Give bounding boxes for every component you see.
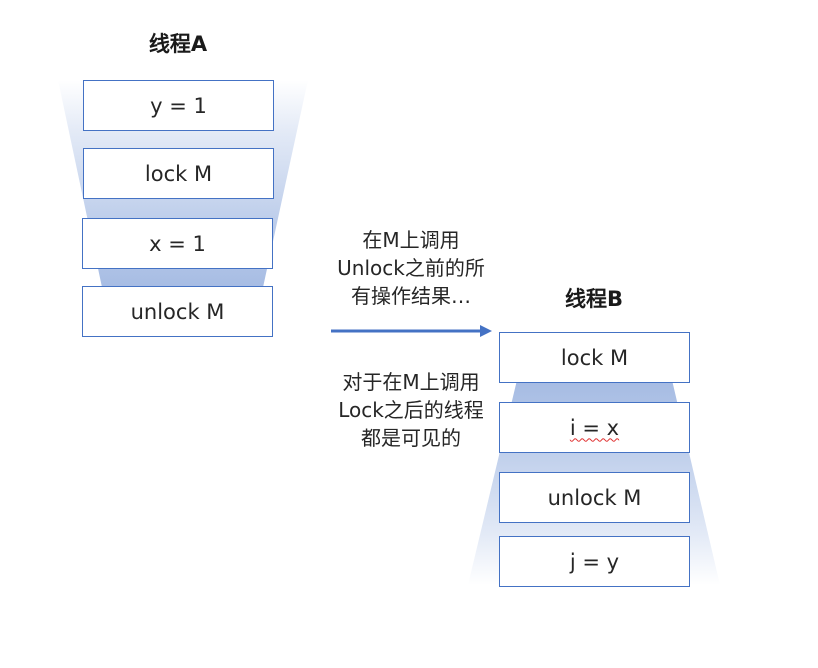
thread-a-title: 线程A — [148, 32, 208, 56]
thread-a-step-1: y = 1 — [83, 80, 274, 131]
thread-a-step-3: x = 1 — [82, 218, 273, 269]
annotation-bottom: 对于在M上调用 Lock之后的线程 都是可见的 — [316, 368, 506, 452]
annotation-top-line-2: Unlock之前的所 — [337, 256, 485, 280]
thread-b-step-3: unlock M — [499, 472, 690, 523]
thread-b-step-4: j = y — [499, 536, 690, 587]
thread-a-step-2: lock M — [83, 148, 274, 199]
annotation-top-line-3: 有操作结果… — [351, 284, 471, 308]
thread-b-step-2-text: i = x — [569, 415, 620, 440]
annotation-bottom-line-2: Lock之后的线程 — [338, 398, 484, 422]
thread-b-step-1: lock M — [499, 332, 690, 383]
thread-b-title: 线程B — [564, 287, 623, 311]
annotation-bottom-line-3: 都是可见的 — [361, 426, 461, 450]
annotation-top-line-1: 在M上调用 — [362, 228, 460, 252]
annotation-bottom-line-1: 对于在M上调用 — [342, 370, 480, 394]
thread-a-step-4: unlock M — [82, 286, 273, 337]
annotation-top: 在M上调用 Unlock之前的所 有操作结果… — [316, 226, 506, 310]
thread-b-step-2: i = x — [499, 402, 690, 453]
right-arrow-icon — [331, 325, 492, 337]
